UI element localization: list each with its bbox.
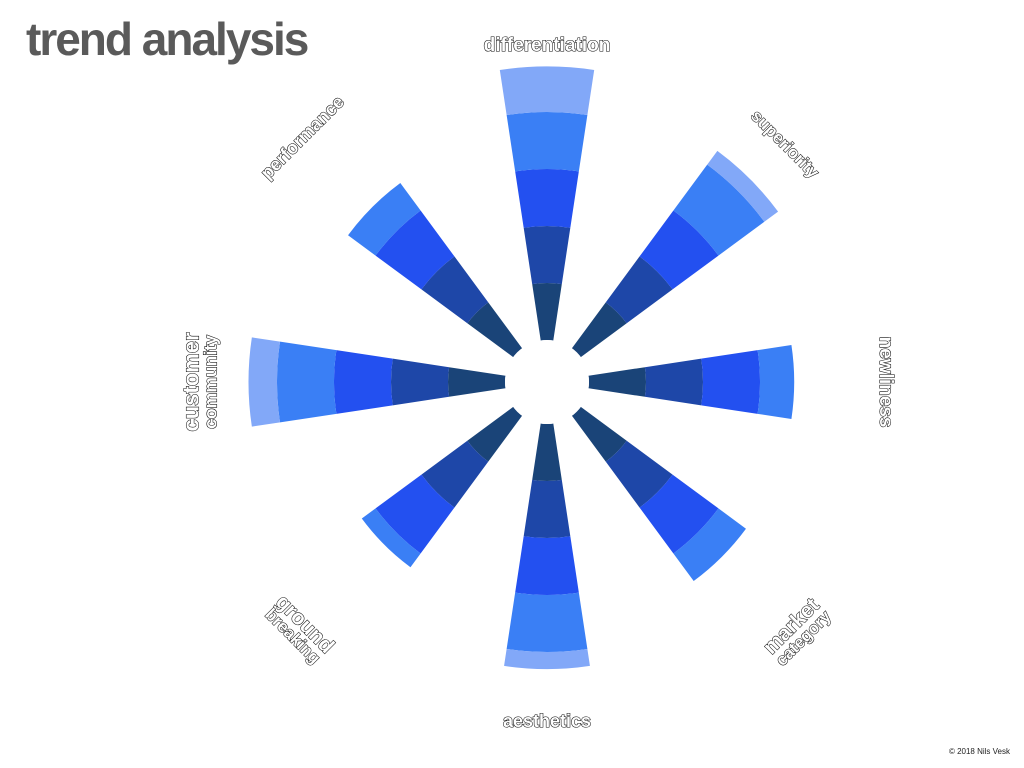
spoke-aesthetics [504,423,590,670]
spoke-superiority [571,150,779,358]
spoke-differentiation [499,66,595,341]
spoke-customer-community [248,337,506,427]
bar-segment [334,350,393,414]
bar-segment [499,66,595,116]
category-label: performance [257,92,348,183]
bar-segment [467,406,523,462]
bar-segment [375,210,455,290]
bar-segment [532,283,562,341]
bar-segment [504,648,590,670]
bar-segment [605,440,673,508]
bar-segment [605,256,673,324]
bar-segment [639,474,719,554]
bar-segment [361,508,421,568]
bar-segment [515,169,579,228]
bar-segment [348,183,421,256]
bar-segment [375,474,455,554]
spoke-newliness [588,345,795,419]
category-label: groundbreaking [260,590,339,669]
chart-title: trend analysis [26,13,309,65]
bar-segment [248,337,281,427]
bar-segment [523,226,571,285]
bar-segment [673,508,746,581]
spoke-performance [348,183,523,358]
bar-segment [448,367,506,397]
bar-segment [532,423,562,481]
bar-segment [523,479,571,538]
bar-segment [588,367,646,397]
bar-segment [515,536,579,595]
spoke-market-category [571,406,746,581]
bar-segment [757,345,795,419]
bar-segment [701,350,761,414]
bar-segment [673,164,765,256]
category-label: customercommunity [178,332,220,431]
category-label: differentiation [484,35,611,56]
bar-segment [644,358,703,406]
bar-segment [639,210,719,290]
bar-segment [571,406,627,462]
category-label: aesthetics [503,711,591,731]
bar-segment [467,302,523,358]
copyright: © 2018 Nils Vesk [948,747,1010,756]
bar-segment [571,302,627,358]
spoke-ground-breaking [361,406,523,568]
bar-segment [506,592,588,652]
category-label: marketcategory [758,593,835,670]
bar-segment [506,111,588,172]
bar-segment [277,341,337,423]
center-hole [505,340,589,424]
category-label: newliness [875,337,896,428]
bar-segment [421,256,489,324]
bar-segment [707,150,779,222]
bar-segment [421,440,489,508]
category-label: superiority [747,107,823,183]
bar-segment [391,358,450,406]
